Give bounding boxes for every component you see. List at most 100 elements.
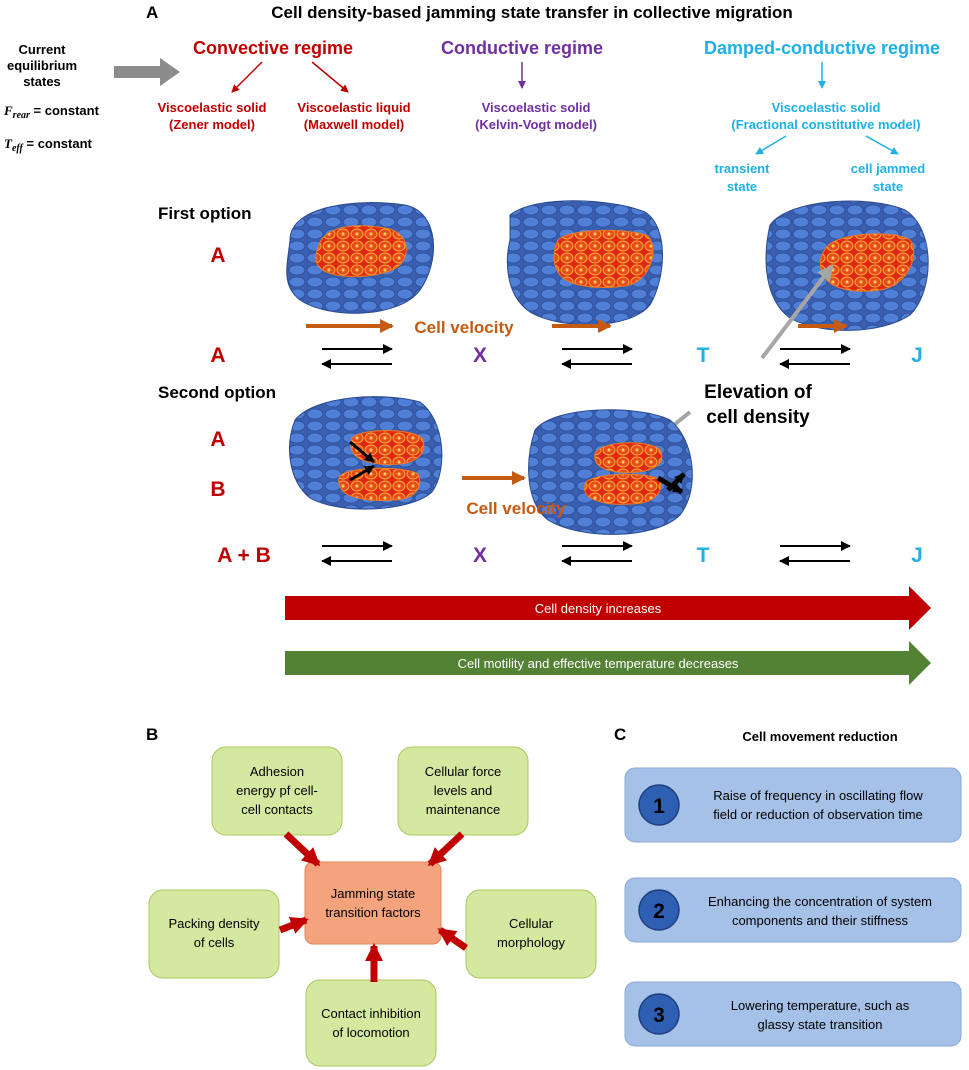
convective-arrow-right — [311, 61, 349, 93]
transient-line-2: state — [727, 179, 757, 194]
cell-cluster-1 — [286, 202, 434, 314]
first-velocity-label: Cell velocity — [414, 318, 514, 337]
zener-line-2: (Zener model) — [169, 117, 255, 132]
reduction-num-2: 2 — [653, 900, 665, 923]
factor-adhesion-line-3: cell contacts — [241, 802, 313, 817]
center-line-2: transition factors — [325, 905, 421, 920]
equilibrium-arrows-3 — [779, 344, 851, 369]
fractional-line-1: Viscoelastic solid — [772, 100, 881, 115]
center-line-1: Jamming state — [331, 886, 416, 901]
factor-force-line-1: Cellular force — [425, 764, 502, 779]
zener-line-1: Viscoelastic solid — [158, 100, 267, 115]
second-velocity-label: Cell velocity — [466, 499, 566, 518]
reduction-item-1: 1 Raise of frequency in oscillating flow… — [624, 767, 962, 843]
convective-regime-label: Convective regime — [193, 38, 353, 58]
transient-arrow — [755, 135, 787, 155]
reduction-num-3: 3 — [653, 1004, 665, 1027]
damped-regime-label: Damped-conductive regime — [704, 38, 940, 58]
first-option-label: First option — [158, 204, 251, 223]
reduction-box-1 — [624, 767, 962, 843]
reduction-circle-2 — [638, 889, 680, 931]
fractional-line-2: (Fractional constitutive model) — [731, 117, 920, 132]
kelvin-line-1: Viscoelastic solid — [482, 100, 591, 115]
factor-packing-line-1: Packing density — [168, 916, 260, 931]
reduction-1-line-2: field or reduction of observation time — [713, 807, 923, 822]
kelvin-line-2: (Kelvin-Vogt model) — [475, 117, 597, 132]
equilibrium-arrows-2 — [561, 344, 633, 369]
density-trend-arrow — [285, 586, 931, 630]
panel-a-title: Cell density-based jamming state transfe… — [271, 3, 792, 22]
first-state-a: A — [210, 344, 225, 367]
cell-cluster-5 — [528, 409, 693, 535]
reduction-3-line-1: Lowering temperature, such as — [731, 998, 910, 1013]
second-state-t: T — [697, 544, 710, 567]
equilibrium-arrows-1 — [321, 344, 393, 369]
conductive-regime-label: Conductive regime — [441, 38, 603, 58]
equilibrium-arrows-6 — [779, 541, 851, 566]
panel-c-letter: C — [614, 725, 626, 744]
first-state-t: T — [697, 344, 710, 367]
panel-c-title: Cell movement reduction — [742, 729, 897, 744]
factor-force-line-2: levels and — [434, 783, 493, 798]
current-states-line-1: Current — [19, 42, 67, 57]
jammed-line-1: cell jammed — [851, 161, 925, 176]
panel-a-letter: A — [146, 3, 158, 22]
second-state-ab: A + B — [217, 544, 270, 567]
second-state-x: X — [473, 544, 487, 567]
reduction-circle-3 — [638, 993, 680, 1035]
jammed-line-2: state — [873, 179, 903, 194]
elevation-line-2: cell density — [706, 407, 810, 428]
maxwell-line-1: Viscoelastic liquid — [297, 100, 410, 115]
factor-adhesion-line-2: energy pf cell- — [236, 783, 318, 798]
factor-force-line-3: maintenance — [426, 802, 500, 817]
equilibrium-arrows-4 — [321, 541, 393, 566]
transient-line-1: transient — [715, 161, 771, 176]
force-to-center-arrow — [427, 831, 465, 867]
factor-morphology-box — [465, 889, 597, 979]
equilibrium-arrows-5 — [561, 541, 633, 566]
reduction-1-line-1: Raise of frequency in oscillating flow — [713, 788, 923, 803]
second-state-j: J — [911, 544, 923, 567]
adhesion-to-center-arrow — [283, 831, 321, 867]
jammed-arrow — [865, 135, 899, 155]
first-option-cluster-a: A — [210, 244, 225, 267]
reduction-box-2 — [624, 877, 962, 943]
packing-to-center-arrow — [278, 916, 309, 934]
current-states-arrow — [114, 58, 180, 86]
elevation-line-1: Elevation of — [704, 382, 812, 403]
factor-packing-line-2: of cells — [194, 935, 235, 950]
reduction-num-1: 1 — [653, 795, 665, 818]
reduction-circle-1 — [638, 784, 680, 826]
factor-morphology-line-2: morphology — [497, 935, 565, 950]
factor-force-box — [397, 746, 529, 836]
factor-inhibition-line-2: of locomotion — [332, 1025, 409, 1040]
cell-cluster-3 — [765, 200, 929, 331]
first-state-x: X — [473, 344, 487, 367]
cell-cluster-2 — [506, 200, 663, 326]
reduction-item-3: 3 Lowering temperature, such as glassy s… — [624, 981, 962, 1047]
current-states-line-2: equilibrium — [7, 58, 77, 73]
elevation-arrow-up — [760, 264, 834, 360]
reduction-3-line-2: glassy state transition — [757, 1017, 882, 1032]
t-eff-equation: Teff = constant — [4, 136, 93, 154]
factor-adhesion-line-1: Adhesion — [250, 764, 304, 779]
factor-packing-box — [148, 889, 280, 979]
morphology-to-center-arrow — [437, 927, 468, 951]
jamming-factors-center-box — [304, 861, 442, 945]
motility-trend-label: Cell motility and effective temperature … — [458, 656, 739, 671]
convective-arrow-left — [231, 61, 263, 93]
factor-inhibition-line-1: Contact inhibition — [321, 1006, 421, 1021]
density-trend-label: Cell density increases — [535, 601, 662, 616]
factor-adhesion-box — [211, 746, 343, 836]
panel-b-letter: B — [146, 725, 158, 744]
cell-cluster-4 — [289, 396, 443, 510]
reduction-box-3 — [624, 981, 962, 1047]
reduction-2-line-1: Enhancing the concentration of system — [708, 894, 932, 909]
f-rear-equation: Frear = constant — [3, 103, 100, 121]
second-option-label: Second option — [158, 383, 276, 402]
motility-trend-arrow — [285, 641, 931, 685]
reduction-2-line-2: components and their stiffness — [732, 913, 909, 928]
factor-inhibition-box — [305, 979, 437, 1067]
first-state-j: J — [911, 344, 923, 367]
